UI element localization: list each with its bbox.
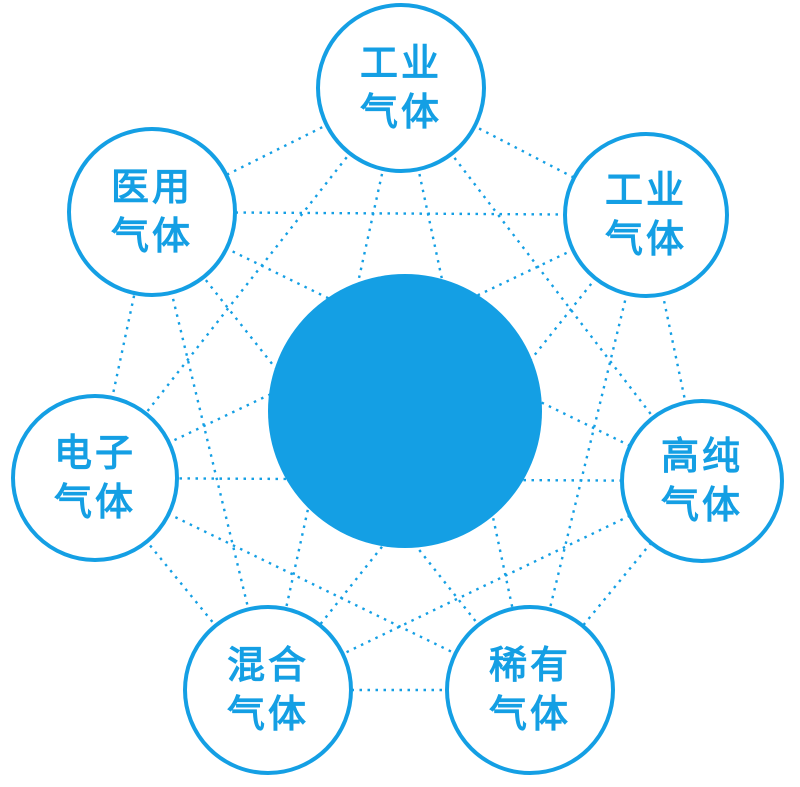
edge-dotted-line — [266, 87, 403, 691]
node-label-line: 高纯 — [660, 434, 743, 479]
edge-dotted-line — [399, 87, 532, 691]
node-label-line: 气体 — [53, 480, 136, 524]
node-label-line: 气体 — [110, 214, 193, 258]
node-industrial-gas-right: 工业 气体 — [563, 132, 729, 298]
edge-dotted-line — [94, 477, 269, 691]
edge-dotted-line — [267, 214, 647, 691]
node-label-line: 混合 — [226, 643, 309, 688]
edge-dotted-line — [93, 211, 154, 479]
node-label-line: 电子 — [53, 431, 136, 476]
center-hub-circle — [268, 274, 542, 548]
node-label-line: 稀有 — [488, 643, 571, 688]
node-medical-gas: 医用 气体 — [67, 127, 237, 297]
node-label-line: 气体 — [488, 692, 571, 736]
node-label-line: 医用 — [110, 165, 193, 210]
edge-dotted-line — [400, 86, 647, 217]
edge-dotted-line — [94, 476, 703, 483]
node-label-line: 工业 — [359, 41, 442, 86]
node-label-line: 气体 — [226, 692, 309, 736]
node-electronic-gas: 电子 气体 — [11, 394, 179, 562]
node-label-line: 工业 — [604, 168, 687, 213]
node-label-line: 气体 — [660, 483, 743, 527]
node-high-purity-gas: 高纯 气体 — [620, 399, 784, 563]
node-mixed-gas: 混合 气体 — [183, 605, 353, 775]
node-industrial-gas-top: 工业 气体 — [316, 3, 486, 173]
node-label-line: 气体 — [604, 217, 687, 261]
node-rare-gas: 稀有 气体 — [445, 605, 615, 775]
node-label-line: 气体 — [359, 90, 442, 134]
